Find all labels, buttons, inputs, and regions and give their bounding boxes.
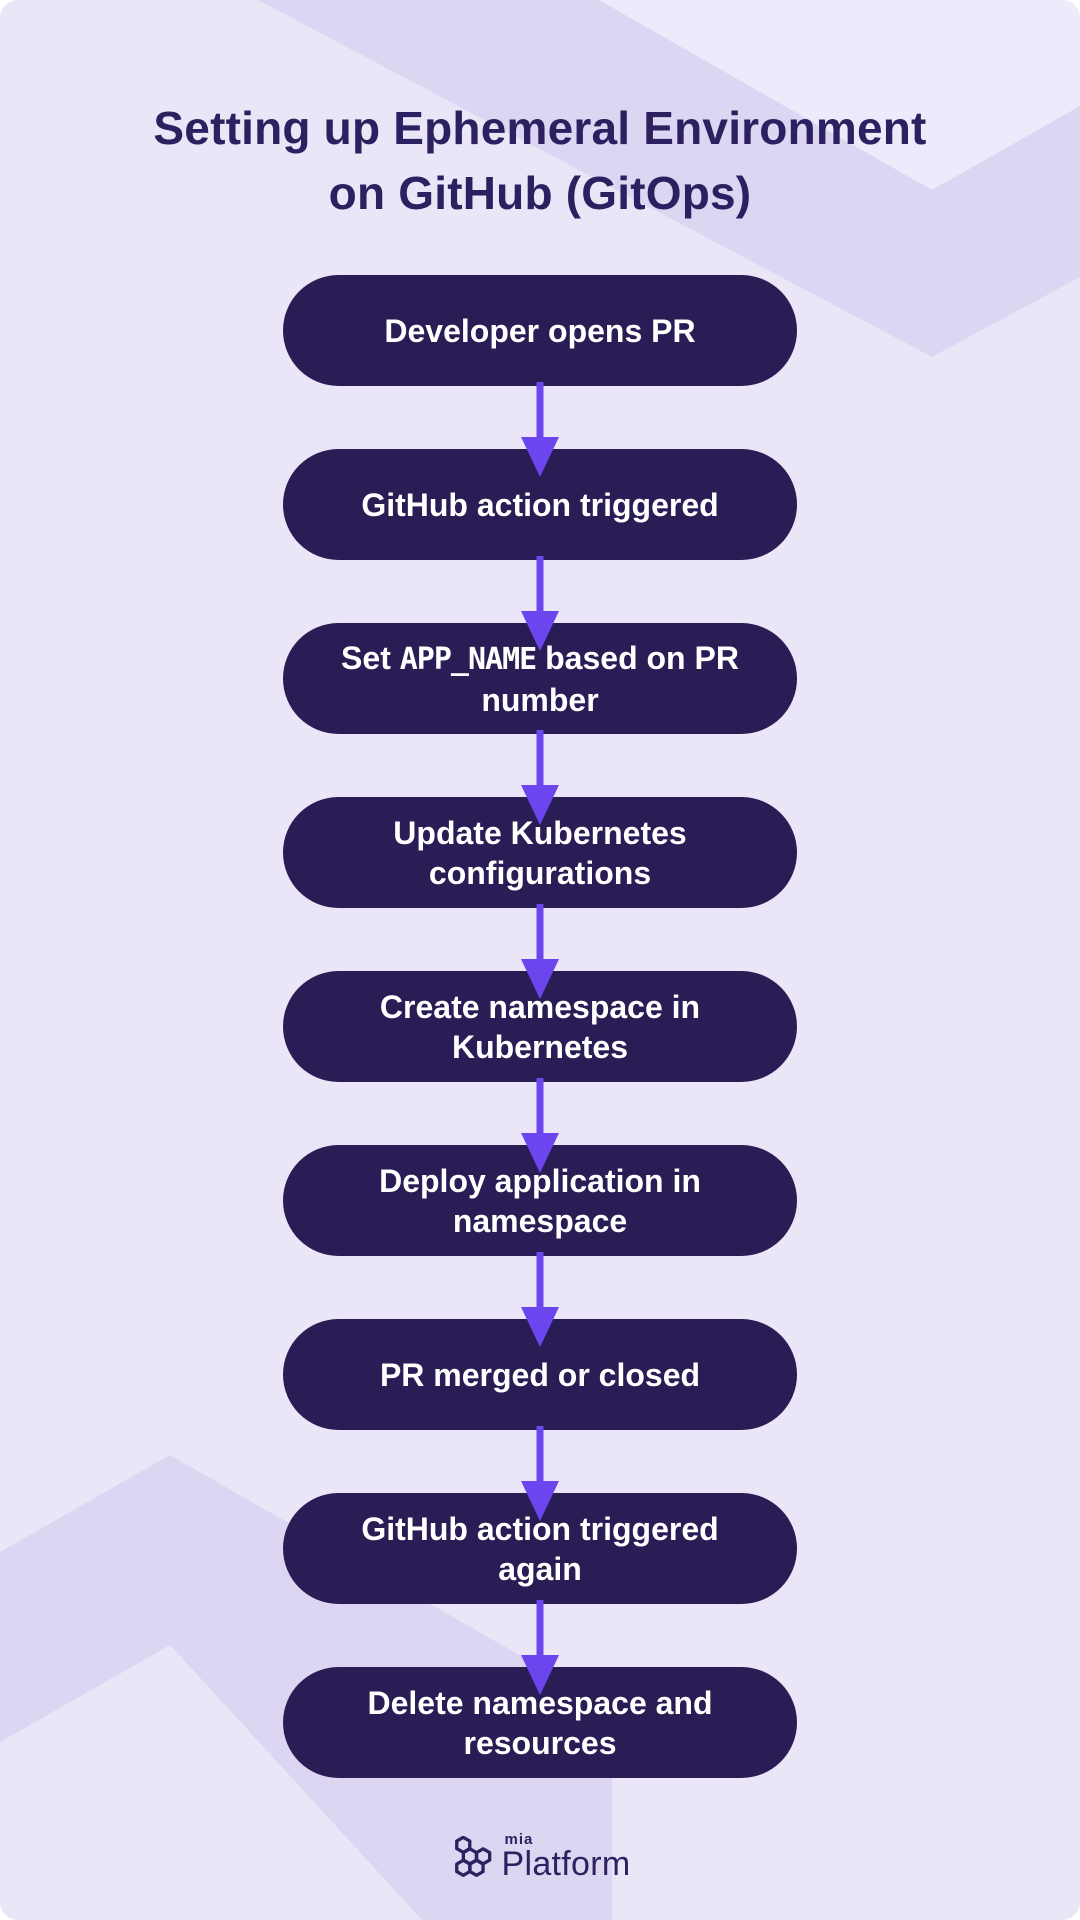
mia-platform-logo: mia Platform: [0, 1832, 1080, 1883]
down-arrow-icon: [521, 730, 559, 825]
logo-platform-label: Platform: [501, 1845, 631, 1883]
hexagon-cluster-icon: [454, 1836, 491, 1878]
arrow-head: [521, 1133, 559, 1173]
flow-step-label: Create namespace in Kubernetes: [321, 987, 759, 1067]
arrow-line: [536, 556, 544, 615]
down-arrow-icon: [521, 1078, 559, 1173]
flow-step: GitHub action triggered: [283, 382, 797, 560]
logo-text: mia Platform: [501, 1832, 631, 1883]
down-arrow-icon: [521, 556, 559, 651]
page-title: Setting up Ephemeral Environment on GitH…: [153, 102, 927, 219]
step-text: Developer opens PR: [384, 312, 696, 349]
flow-step: GitHub action triggered again: [283, 1426, 797, 1604]
arrow-head: [521, 959, 559, 999]
down-arrow-icon: [521, 904, 559, 999]
flow-step: Delete namespace and resources: [283, 1600, 797, 1778]
step-text: Update Kubernetes configurations: [393, 814, 687, 891]
arrow-line: [536, 1078, 544, 1137]
step-text: Create namespace in Kubernetes: [379, 988, 701, 1065]
step-text: PR merged or closed: [379, 1356, 701, 1393]
arrow-line: [536, 382, 544, 441]
flow-step-label: GitHub action triggered: [361, 485, 718, 525]
flow-step: Update Kubernetes configurations: [283, 730, 797, 908]
flow-steps: Developer opens PR GitHub action trigger…: [283, 275, 797, 1778]
step-text: GitHub action triggered: [361, 486, 719, 523]
down-arrow-icon: [521, 1426, 559, 1521]
step-text: Deploy application in namespace: [379, 1162, 701, 1239]
flow-step: Set APP_NAME based on PR number: [283, 556, 797, 734]
flow-step-label: Developer opens PR: [384, 311, 695, 351]
arrow-line: [536, 1426, 544, 1485]
step-text: Set: [341, 639, 400, 676]
step-text: Delete namespace and resources: [367, 1684, 713, 1761]
arrow-line: [536, 904, 544, 963]
down-arrow-icon: [521, 1600, 559, 1695]
flow-step: Deploy application in namespace: [283, 1078, 797, 1256]
flow-step: Developer opens PR: [283, 275, 797, 386]
step-text: GitHub action triggered again: [361, 1510, 719, 1587]
down-arrow-icon: [521, 382, 559, 477]
arrow-line: [536, 730, 544, 789]
flow-step-label: PR merged or closed: [380, 1355, 700, 1395]
arrow-head: [521, 437, 559, 477]
flow-step-label: Set APP_NAME based on PR number: [321, 638, 759, 720]
code-token: APP_NAME: [399, 641, 537, 677]
arrow-head: [521, 1655, 559, 1695]
arrow-head: [521, 1307, 559, 1347]
flow-step: Create namespace in Kubernetes: [283, 904, 797, 1082]
flow-step: PR merged or closed: [283, 1252, 797, 1430]
arrow-head: [521, 611, 559, 651]
arrow-head: [521, 785, 559, 825]
arrow-line: [536, 1252, 544, 1311]
arrow-line: [536, 1600, 544, 1659]
step-text: based on PR number: [481, 639, 739, 718]
arrow-head: [521, 1481, 559, 1521]
down-arrow-icon: [521, 1252, 559, 1347]
